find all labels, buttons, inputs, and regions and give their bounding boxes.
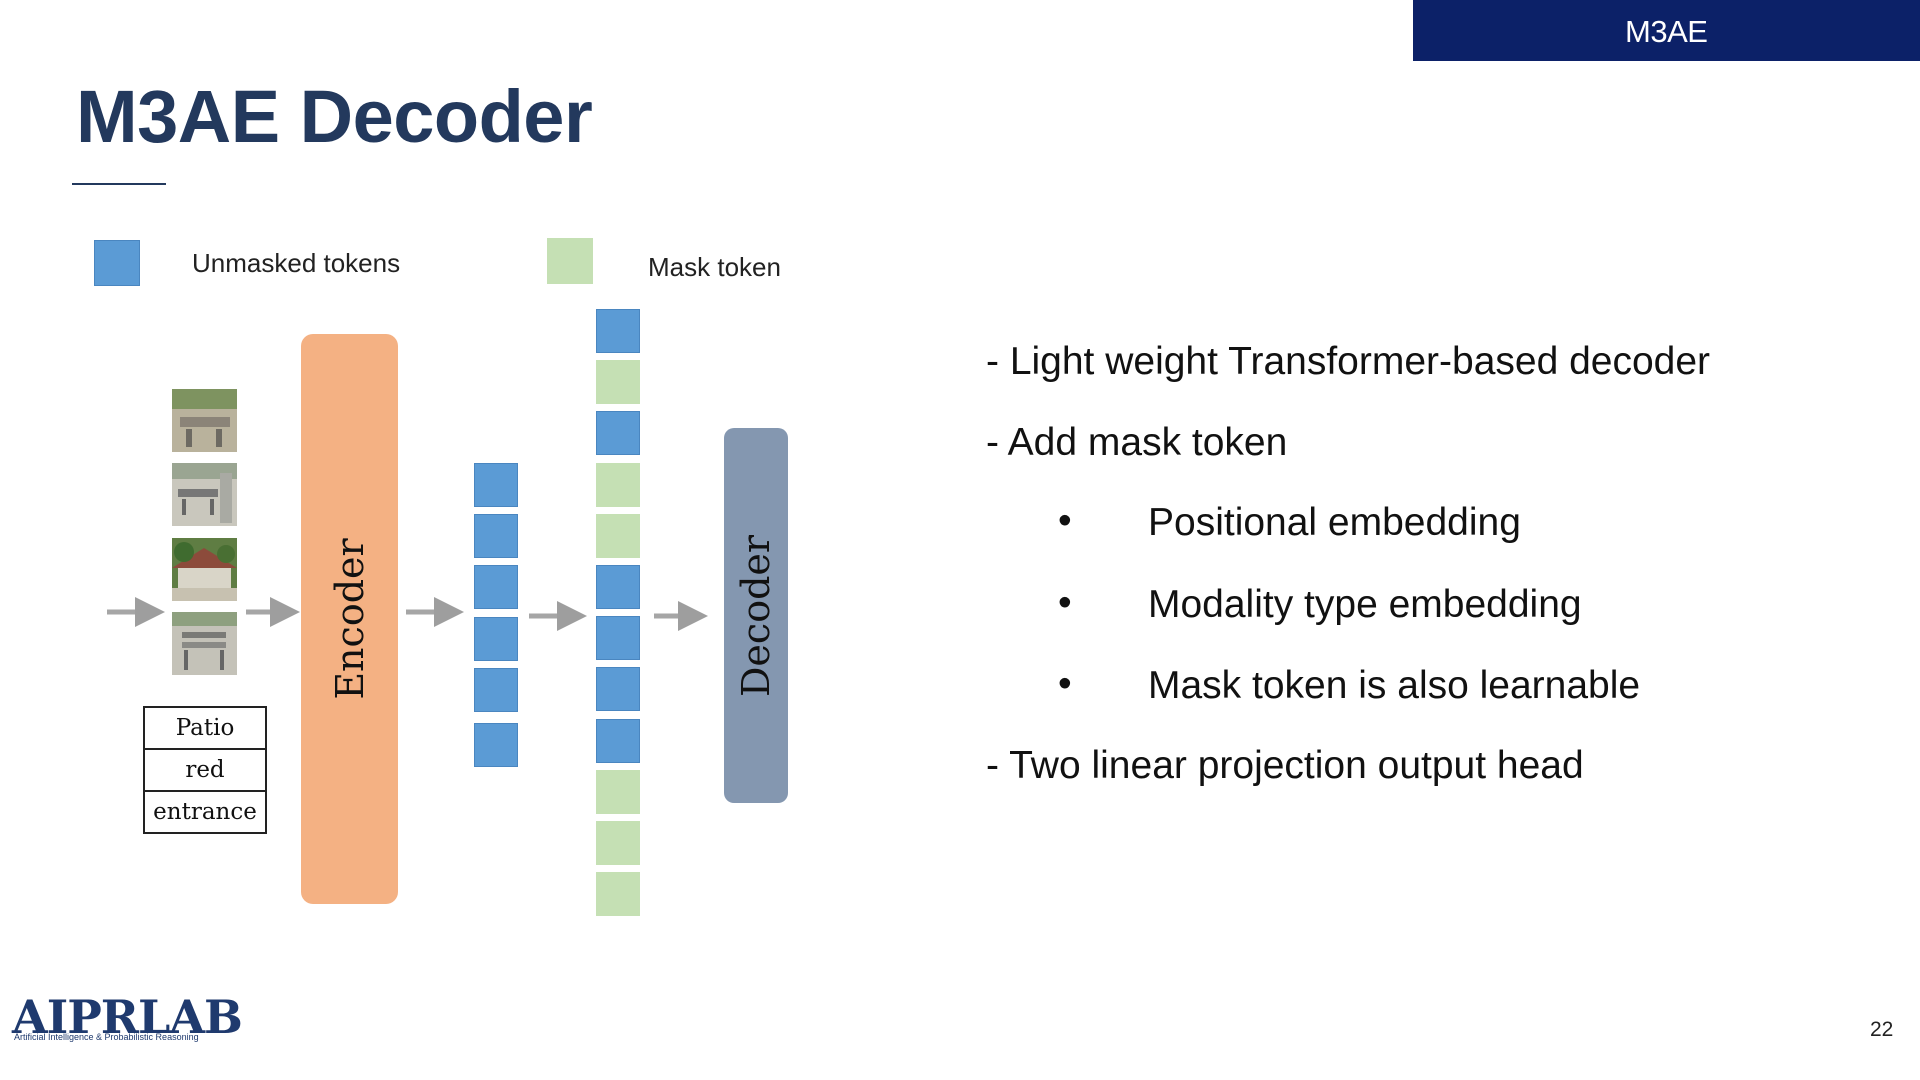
image-patch-4 [172,612,237,675]
title-underline [72,183,166,185]
decoder-unmasked-token [596,565,640,609]
encoded-token [474,565,518,609]
decoder-mask-token [596,514,640,558]
bullet-item: - Light weight Transformer-based decoder [986,340,1711,383]
encoded-token [474,463,518,507]
sub-bullet-item: •Mask token is also learnable [1058,662,1641,707]
decoder-block: Decoder [724,428,788,803]
legend-mask-swatch [547,238,593,284]
decoder-unmasked-token [596,667,640,711]
text-token: red [143,748,267,792]
decoder-mask-token [596,360,640,404]
legend-unmasked-label: Unmasked tokens [192,248,401,278]
bullet-item: - Add mask token [986,421,1288,464]
encoded-token [474,668,518,712]
sub-bullet-item: •Positional embedding [1058,499,1521,544]
bullet-dot-icon: • [1058,581,1072,624]
decoder-unmasked-token [596,719,640,763]
bullet-item: - Two linear projection output head [986,744,1584,787]
decoder-unmasked-token [596,309,640,353]
legend-mask-label: Mask token [648,252,781,282]
slide-title: M3AE Decoder [76,75,593,158]
encoded-token [474,617,518,661]
lab-logo: AIPRLAB Artificial Intelligence & Probab… [12,990,243,1046]
encoded-token [474,723,518,767]
decoder-mask-token [596,872,640,916]
logo-subtitle: Artificial Intelligence & Probabilistic … [14,1032,199,1042]
text-token-table: Patio red entrance [143,706,267,834]
bullet-dot-icon: • [1058,662,1072,705]
decoder-unmasked-token [596,411,640,455]
page-number: 22 [1870,1018,1894,1041]
section-tag-label: M3AE [1625,14,1708,49]
logo-wordmark: AIPRLAB [12,990,243,1044]
decoder-mask-token [596,770,640,814]
image-patch-3 [172,538,237,601]
bullet-dot-icon: • [1058,499,1072,542]
image-patch-2 [172,463,237,526]
legend-unmasked-swatch [94,240,140,286]
image-patch-1 [172,389,237,452]
section-tag: M3AE [1413,0,1920,61]
encoder-block: Encoder [301,334,398,904]
sub-bullet-item: •Modality type embedding [1058,581,1582,626]
encoded-token [474,514,518,558]
text-token: entrance [143,790,267,834]
decoder-mask-token [596,821,640,865]
decoder-mask-token [596,463,640,507]
text-token: Patio [143,706,267,750]
decoder-unmasked-token [596,616,640,660]
